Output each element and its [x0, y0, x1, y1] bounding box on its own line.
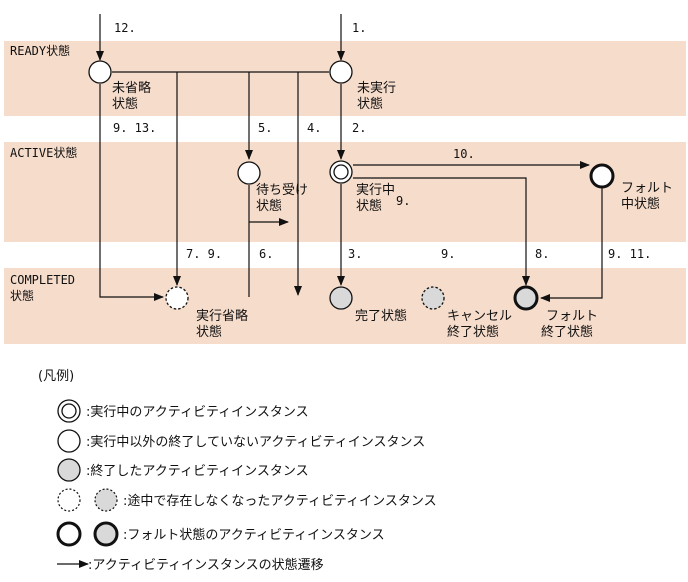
legend-finished-icon — [57, 458, 81, 482]
transition-7-9: 7. 9. — [186, 247, 222, 261]
legend-fault-icon-white — [56, 521, 82, 547]
legend-not-finished-icon — [57, 429, 81, 453]
transition-3: 3. — [348, 247, 362, 261]
machiuke-node — [237, 161, 261, 185]
legend-vanished-icon-gray — [94, 488, 118, 512]
jikkoshoryaku-node — [165, 286, 189, 310]
cancel-label-2: 終了状態 — [447, 324, 499, 340]
transition-6: 6. — [259, 247, 273, 261]
kanryo-node — [329, 286, 353, 310]
jikkochu-node-inner — [333, 164, 349, 180]
transition-9-11: 9. 11. — [608, 247, 651, 261]
transition-12: 12. — [114, 21, 136, 35]
legend-vanished-text: :途中で存在しなくなったアクティビティインスタンス — [123, 493, 437, 509]
mishoryaku-label-2: 状態 — [112, 96, 138, 112]
completed-state-label: COMPLETED — [10, 273, 75, 287]
transition-1: 1. — [352, 21, 366, 35]
edge-9-13 — [99, 84, 164, 301]
legend: (凡例) :実行中のアクティビティインスタンス :実行中以外の終了していないアク… — [38, 369, 437, 573]
legend-fault-icon-gray — [93, 521, 119, 547]
legend-transition-text: :アクティビティインスタンスの状態遷移 — [88, 557, 324, 573]
legend-finished-text: :終了したアクティビティインスタンス — [86, 463, 309, 479]
legend-running-icon-inner — [61, 403, 77, 419]
mijikko-label-1: 未実行 — [357, 80, 396, 96]
transition-9-13: 9. 13. — [113, 121, 156, 135]
completed-state-label-2: 状態 — [10, 288, 34, 303]
mijikko-node — [329, 60, 353, 84]
transition-2: 2. — [352, 121, 366, 135]
jikkochu-label-2: 状態 — [356, 198, 382, 214]
jikkoshoryaku-label-2: 状態 — [196, 324, 222, 340]
legend-vanished-icon-white — [57, 488, 81, 512]
transition-9-b: 9. — [441, 247, 455, 261]
faultend-node — [513, 285, 539, 311]
legend-not-finished-text: :実行中以外の終了していないアクティビティインスタンス — [86, 434, 425, 450]
faultend-label-1: フォルト — [546, 309, 598, 324]
legend-title: (凡例) — [38, 369, 74, 384]
kanryo-label: 完了状態 — [355, 308, 407, 324]
active-state-label: ACTIVE状態 — [10, 145, 77, 160]
active-band — [4, 142, 686, 242]
faultend-label-2: 終了状態 — [541, 324, 593, 340]
mishoryaku-node — [88, 60, 112, 84]
cancel-node — [421, 286, 445, 310]
mijikko-label-2: 状態 — [357, 96, 383, 112]
fault-label-2: 中状態 — [621, 196, 660, 212]
legend-running-text: :実行中のアクティビティインスタンス — [86, 404, 309, 420]
transition-9-a: 9. — [396, 194, 410, 208]
transition-4: 4. — [307, 121, 321, 135]
machiuke-label-1: 待ち受け — [256, 183, 308, 198]
cancel-label-1: キャンセル — [447, 309, 512, 324]
fault-label-1: フォルト — [621, 181, 673, 196]
ready-state-label: READY状態 — [10, 43, 70, 58]
edge-8 — [353, 177, 530, 286]
legend-fault-text: :フォルト状態のアクティビティインスタンス — [123, 527, 385, 543]
transition-10: 10. — [453, 147, 475, 161]
mishoryaku-label-1: 未省略 — [112, 80, 151, 96]
fault-node — [589, 163, 615, 189]
transition-8: 8. — [535, 247, 549, 261]
edge-9-11 — [540, 188, 603, 302]
machiuke-label-2: 状態 — [256, 198, 282, 214]
transition-5: 5. — [258, 121, 272, 135]
transition-edges — [96, 14, 603, 302]
jikkoshoryaku-label-1: 実行省略 — [196, 308, 248, 324]
jikkochu-label-1: 実行中 — [356, 182, 395, 198]
